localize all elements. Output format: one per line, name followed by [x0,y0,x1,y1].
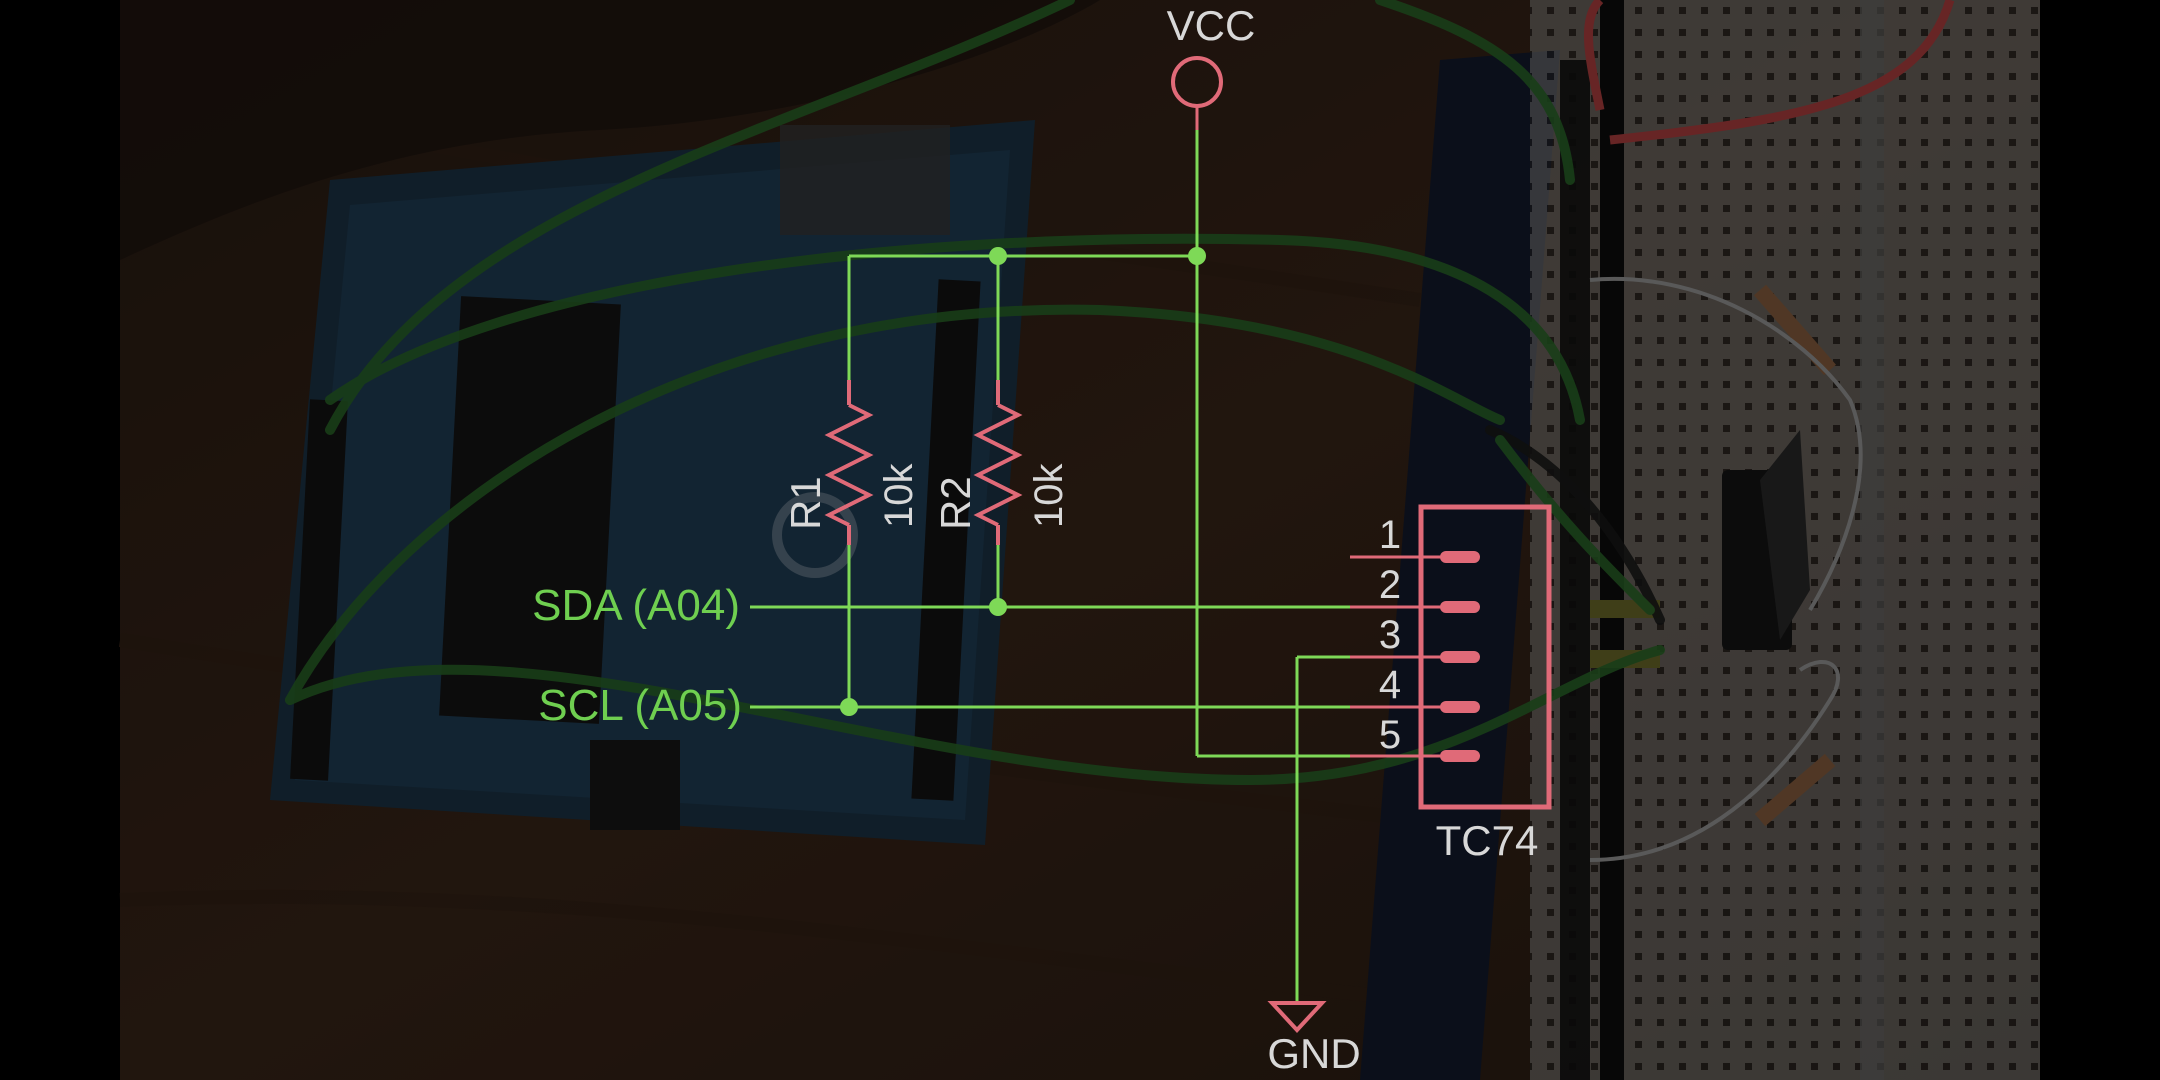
resistor-icon [973,380,1023,545]
junction-dot [989,598,1007,616]
schematic: VCC R1 10k R2 10k SDA (A04) SCL (A05) [532,2,1552,1077]
dim-overlay [120,0,2040,1080]
photo-jumper-wires [285,0,1665,786]
vcc-symbol-icon [1171,56,1223,130]
letterbox-right [2040,0,2160,1080]
r2-name-label: R2 [932,476,979,530]
r1-value-label: 10k [877,463,921,528]
resistor-icon [824,380,874,545]
ground-symbol-icon [1267,1001,1327,1033]
pin-number: 5 [1379,713,1401,757]
gnd-label: GND [1267,1030,1360,1077]
r1-name-label: R1 [782,476,829,530]
arduino-board [270,120,1035,845]
vcc-label: VCC [1167,2,1256,49]
ic-package-icon [1350,504,1552,810]
hand-shadow [120,0,1100,260]
pin-number: 3 [1379,613,1401,657]
pin-number: 1 [1379,513,1401,557]
letterbox-left [0,0,120,1080]
junction-dot [840,698,858,716]
pin-number: 4 [1379,663,1401,707]
junction-dot [989,247,1007,265]
junction-dots [840,247,1206,716]
scl-net-label: SCL (A05) [538,681,742,730]
chip-pin-numbers: 1 2 3 4 5 [1379,513,1401,757]
sda-net-label: SDA (A04) [532,581,740,630]
pin-number: 2 [1379,563,1401,607]
r2-value-label: 10k [1027,463,1071,528]
junction-dot [1188,247,1206,265]
chip-label: TC74 [1436,817,1539,864]
